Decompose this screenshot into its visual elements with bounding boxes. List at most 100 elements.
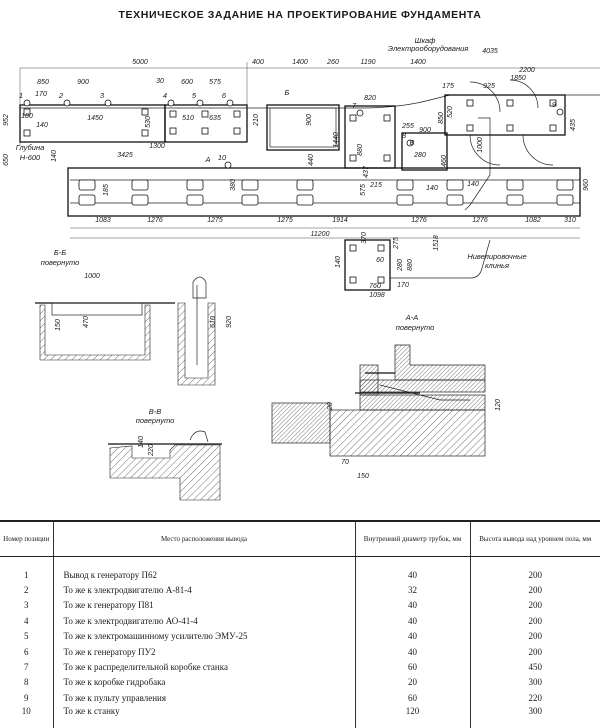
cabinet-base — [444, 94, 566, 136]
bed-support-pad — [131, 179, 149, 191]
outlet-marker — [226, 99, 234, 107]
bed-support-pad — [396, 179, 414, 191]
outlets-table: Номер позиции Место расположения вывода … — [0, 520, 600, 728]
dimension-label: 1082 — [525, 217, 541, 224]
dimension-label: 952 — [3, 114, 10, 126]
position-number: 2 — [24, 585, 29, 596]
position-number-label: 10 — [218, 153, 227, 162]
position-number: 7 — [24, 662, 29, 673]
dimension-label: 220 — [148, 444, 155, 457]
dimension-label: 400 — [252, 59, 264, 66]
outlet-height: 200 — [469, 613, 600, 629]
dimension-label: 210 — [253, 114, 260, 127]
outlet-marker — [406, 139, 414, 147]
outlet-marker — [224, 161, 232, 169]
dimension-label: 275 — [393, 237, 400, 250]
bed-support-pad — [506, 194, 524, 206]
position-number-label: 1 — [19, 91, 23, 100]
section-bb — [35, 276, 216, 386]
depth-1-label: Глубина — [16, 143, 45, 152]
position-number: 1 — [24, 569, 29, 580]
anchor-bolt — [233, 110, 241, 118]
dimension-label: 1098 — [369, 292, 385, 299]
anchor-bolt — [141, 129, 149, 137]
wedges-2-label: клинья — [485, 261, 509, 270]
bed-support-pad — [296, 194, 314, 206]
dimension-label: 4035 — [482, 48, 498, 55]
position-number-label: 9 — [552, 100, 557, 109]
dimension-label: 575 — [209, 79, 221, 86]
dimension-label: 1400 — [292, 59, 308, 66]
position-number: 9 — [24, 692, 29, 703]
anchor-bolt — [23, 108, 31, 116]
outlet-location: Вывод к генератору П62 — [52, 556, 355, 583]
table-header-row: Номер позиции Место расположения вывода … — [0, 520, 600, 557]
tube-diameter: 40 — [354, 643, 470, 660]
dimension-label: 3425 — [117, 152, 133, 159]
anchor-bolt — [383, 154, 391, 162]
dimension-label: 1000 — [84, 273, 100, 280]
dimension-label: 1450 — [87, 115, 103, 122]
anchor-bolt — [201, 127, 209, 135]
dimension-label: 880 — [407, 259, 414, 271]
position-number: 4 — [24, 615, 29, 626]
dimension-label: 140 — [335, 256, 342, 268]
bed-support-pad — [556, 179, 574, 191]
dimension-label: 650 — [3, 154, 10, 166]
dimension-label: 60 — [376, 257, 384, 264]
tube-diameter: 120 — [354, 705, 470, 728]
dimension-label: 470 — [83, 316, 90, 328]
outlet-height: 200 — [469, 556, 600, 583]
anchor-bolt — [349, 244, 357, 252]
dimension-label: 435 — [570, 119, 577, 131]
anchor-bolt — [466, 124, 474, 132]
dimension-label: 185 — [103, 184, 110, 196]
machine-bed-foundation — [67, 167, 581, 217]
position-number: 8 — [24, 677, 29, 688]
mark-b-label: Б — [285, 88, 290, 97]
outlet-height: 300 — [469, 705, 600, 728]
tube-diameter: 40 — [354, 597, 470, 614]
header-height: Высота вывода над уровнем пола, мм — [469, 520, 600, 557]
dimension-label: 900 — [77, 79, 89, 86]
dimension-label: 460 — [441, 155, 448, 167]
outlet-location: То же к станку — [52, 705, 355, 728]
dimension-label: 1400 — [410, 59, 426, 66]
dimension-label: 880 — [357, 144, 364, 156]
section-aa — [271, 344, 486, 457]
section-vv — [108, 430, 222, 501]
bed-support-pad — [446, 179, 464, 191]
outlet-marker — [556, 108, 564, 116]
dimension-label: 1275 — [277, 217, 293, 224]
mark-v-label: В — [409, 138, 414, 147]
anchor-bolt — [506, 99, 514, 107]
anchor-bolt — [377, 276, 385, 284]
anchor-bolt — [506, 124, 514, 132]
outlet-marker — [196, 99, 204, 107]
outlet-marker — [23, 99, 31, 107]
dimension-label: 260 — [326, 59, 339, 66]
dimension-label: 280 — [413, 152, 426, 159]
outlet-marker — [104, 99, 112, 107]
section-bb-note-label: повернуто — [41, 258, 80, 267]
dimension-label: 1190 — [360, 59, 375, 66]
dimension-label: 170 — [35, 91, 47, 98]
dimension-label: 20 — [327, 402, 334, 411]
anchor-bolt — [233, 127, 241, 135]
outlet-location: То же к распределительной коробке станка — [52, 659, 355, 675]
outlet-location: То же к электромашинному усилителю ЭМУ-2… — [52, 628, 355, 644]
header-location: Место расположения вывода — [52, 520, 355, 557]
anchor-bolt — [549, 99, 557, 107]
dimension-label: 11200 — [311, 231, 330, 238]
pit-b — [266, 104, 340, 151]
tube-diameter: 40 — [354, 628, 470, 644]
dimension-label: 1850 — [510, 75, 526, 82]
dimension-label: 140 — [426, 185, 438, 192]
header-diameter: Внутренний диаметр трубок, мм — [354, 520, 470, 557]
dimension-label: 280 — [397, 259, 404, 272]
